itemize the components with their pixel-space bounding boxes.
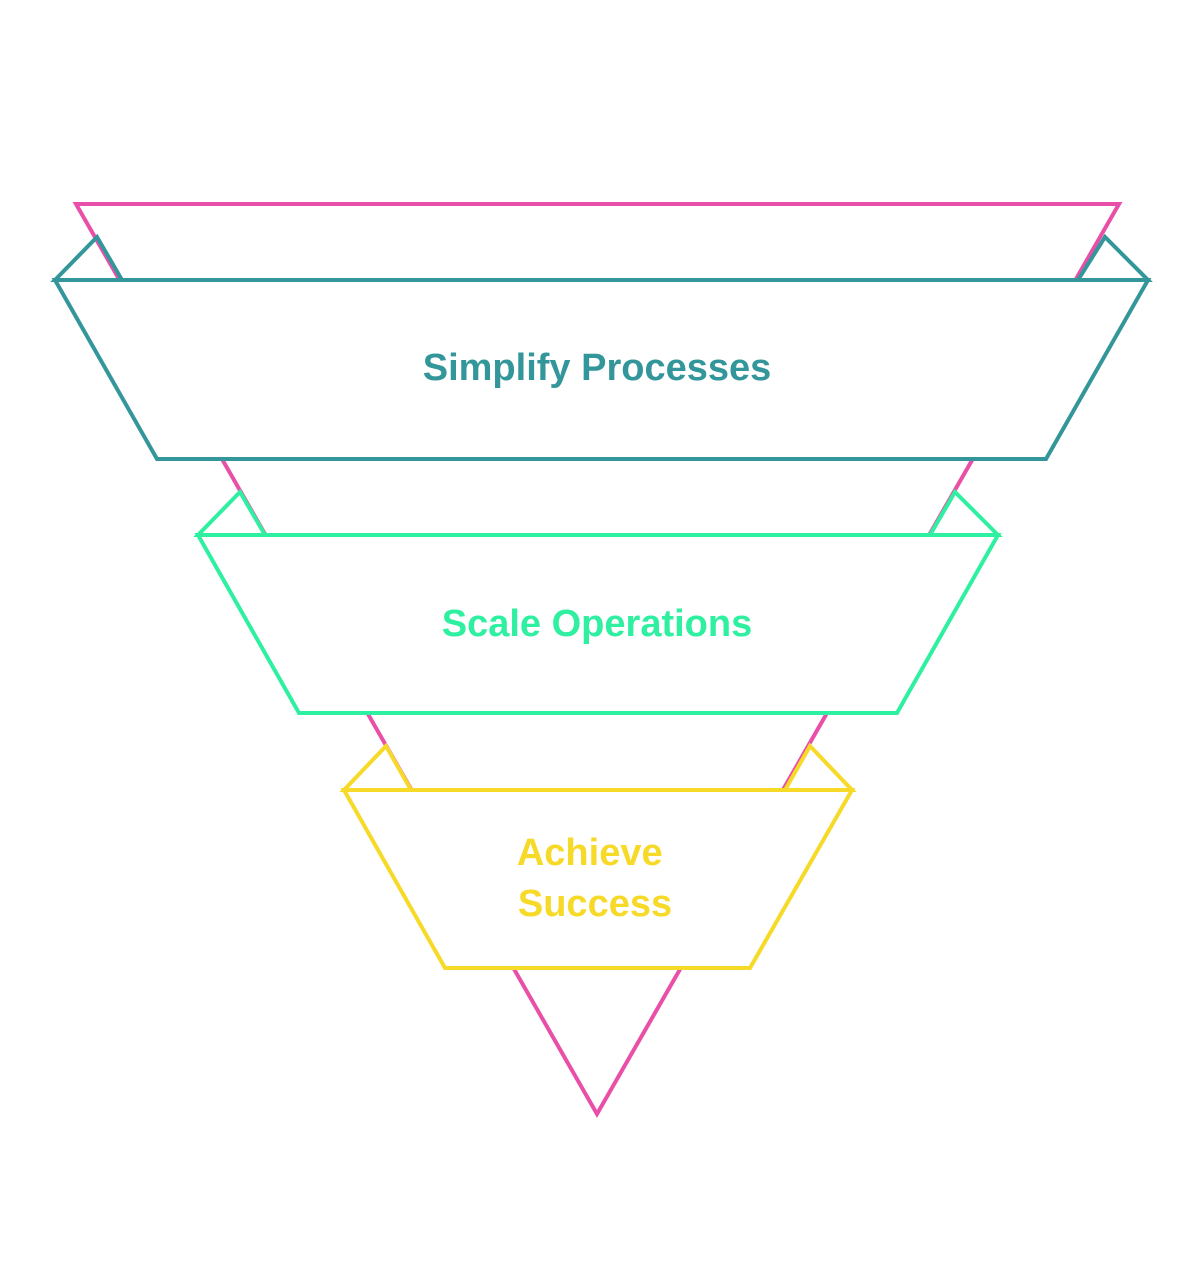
- stage-label: Achieve Success: [517, 832, 673, 925]
- funnel-stage-achieve-success: Achieve Success: [339, 742, 857, 970]
- stage-label-line: Simplify Processes: [423, 347, 772, 389]
- stage-label: Simplify Processes: [423, 347, 772, 389]
- funnel-stage-scale-operations: Scale Operations: [193, 488, 1003, 715]
- stage-right-ear: [926, 488, 1003, 537]
- funnel-stage-simplify-processes: Simplify Processes: [50, 233, 1153, 461]
- stage-band: [51, 278, 1152, 461]
- stage-label-line: Achieve: [517, 832, 663, 874]
- stage-band: [340, 788, 856, 970]
- stage-label-line: Success: [518, 883, 672, 925]
- stage-left-ear: [50, 233, 126, 282]
- stage-label-line: Scale Operations: [442, 603, 752, 645]
- stage-band: [194, 533, 1002, 715]
- stage-label: Scale Operations: [442, 603, 752, 645]
